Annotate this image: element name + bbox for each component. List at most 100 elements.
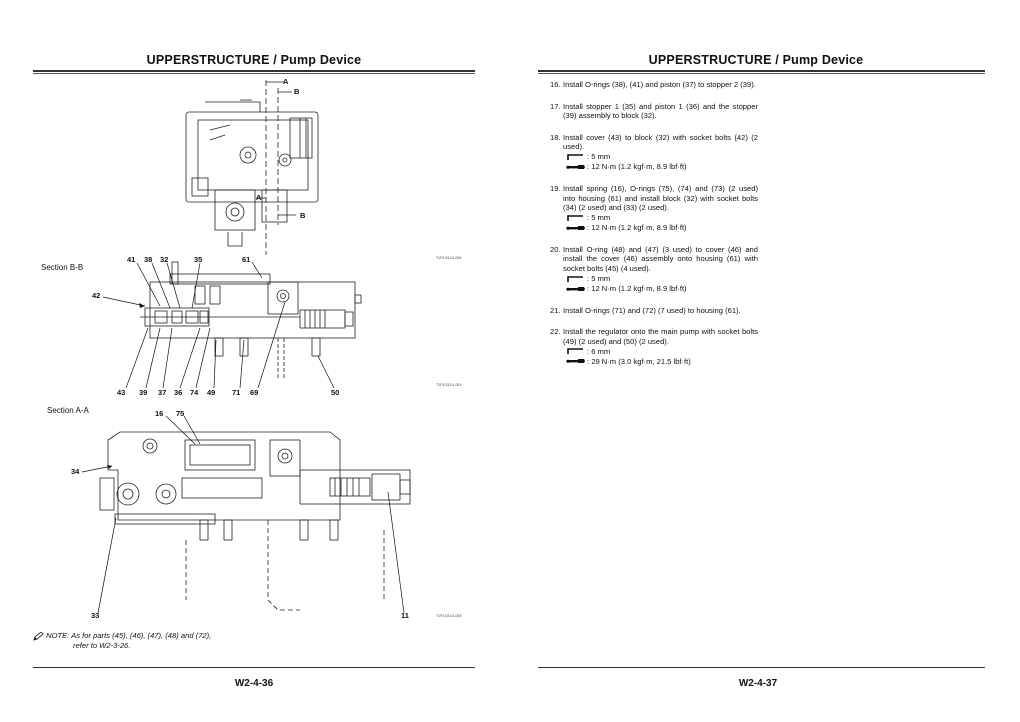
- section-bb-body: [140, 261, 362, 380]
- callout-16: 16: [155, 409, 164, 418]
- marker-a-top: A: [283, 77, 289, 86]
- torque-wrench-icon: [565, 285, 587, 293]
- callout-74: 74: [190, 388, 199, 397]
- top-view: [185, 99, 319, 247]
- section-bb-title: Section B-B: [41, 263, 84, 272]
- torque-wrench-icon: [565, 224, 587, 232]
- step-number: 16.: [550, 80, 561, 89]
- step-body: Install cover (43) to block (32) with so…: [563, 133, 758, 172]
- spec-value: : 5 mm: [587, 273, 611, 283]
- footer-rule: [538, 667, 985, 668]
- step-text: Install stopper 1 (35) and piston 1 (36)…: [563, 101, 758, 121]
- note: NOTE: As for parts (45), (46), (47), (48…: [33, 631, 293, 651]
- spec-row: : 5 mm: [565, 152, 758, 162]
- spec-value: : 5 mm: [587, 212, 611, 222]
- step-18: 18.Install cover (43) to block (32) with…: [550, 133, 758, 172]
- callout-35: 35: [194, 255, 203, 264]
- right-page: UPPERSTRUCTURE / Pump Device 16.Install …: [510, 0, 1020, 722]
- callout-41: 41: [127, 255, 136, 264]
- step-body: Install the regulator onto the main pump…: [563, 327, 758, 366]
- callout-43: 43: [117, 388, 126, 397]
- step-text: Install O-ring (48) and (47) (3 used) to…: [563, 244, 758, 273]
- callout-38: 38: [144, 255, 153, 264]
- hex-key-icon: [565, 347, 587, 355]
- left-page: UPPERSTRUCTURE / Pump Device: [33, 53, 475, 689]
- spec-value: : 6 mm: [587, 346, 611, 356]
- step-22: 22.Install the regulator onto the main p…: [550, 327, 758, 366]
- spec-row: : 5 mm: [565, 274, 758, 284]
- step-body: Install spring (16), O-rings (75), (74) …: [563, 184, 758, 233]
- page-header: UPPERSTRUCTURE / Pump Device: [146, 53, 362, 67]
- step-body: Install O-rings (71) and (72) (7 used) t…: [563, 306, 758, 316]
- callout-34: 34: [71, 467, 80, 476]
- callout-36: 36: [174, 388, 183, 397]
- section-aa-body: [99, 431, 411, 611]
- spec-row: : 12 N·m (1.2 kgf·m, 8.9 lbf·ft): [565, 162, 758, 172]
- callout-32: 32: [160, 255, 169, 264]
- page-header: UPPERSTRUCTURE / Pump Device: [648, 53, 864, 67]
- step-text: Install O-rings (38), (41) and piston (3…: [563, 80, 756, 89]
- callout-49: 49: [207, 388, 216, 397]
- callout-37: 37: [158, 388, 167, 397]
- footer-rule: [33, 667, 475, 668]
- callout-42: 42: [92, 291, 101, 300]
- note-prefix: NOTE:: [46, 631, 70, 640]
- step-19: 19.Install spring (16), O-rings (75), (7…: [550, 184, 758, 233]
- header-rule-thin: [33, 73, 475, 74]
- step-text: Install cover (43) to block (32) with so…: [563, 132, 758, 152]
- step-number: 21.: [550, 305, 561, 315]
- procedure-steps: 16.Install O-rings (38), (41) and piston…: [550, 80, 758, 378]
- spec-value: : 12 N·m (1.2 kgf·m, 8.9 lbf·ft): [587, 283, 687, 293]
- step-17: 17.Install stopper 1 (35) and piston 1 (…: [550, 102, 758, 121]
- callout-75: 75: [176, 409, 185, 418]
- step-body: Install O-rings (38), (41) and piston (3…: [563, 80, 758, 90]
- step-number: 19.: [550, 183, 561, 193]
- regulator-drawing: [81, 80, 411, 614]
- step-text: Install the regulator onto the main pump…: [563, 327, 758, 346]
- step-body: Install stopper 1 (35) and piston 1 (36)…: [563, 102, 758, 121]
- callout-50: 50: [331, 388, 340, 397]
- callout-11: 11: [401, 611, 409, 620]
- section-aa-title: Section A-A: [47, 406, 89, 415]
- spec-value: : 12 N·m (1.2 kgf·m, 8.9 lbf·ft): [587, 162, 687, 172]
- spec-value: : 29 N·m (3.0 kgf·m, 21.5 lbf·ft): [587, 356, 691, 366]
- step-number: 22.: [550, 327, 561, 337]
- torque-wrench-icon: [565, 357, 587, 365]
- spec-value: : 5 mm: [587, 152, 611, 162]
- pencil-icon: [33, 631, 44, 641]
- step-21: 21.Install O-rings (71) and (72) (7 used…: [550, 306, 758, 316]
- step-20: 20.Install O-ring (48) and (47) (3 used)…: [550, 245, 758, 294]
- header-rule: [33, 70, 475, 72]
- callout-39: 39: [139, 388, 148, 397]
- spec-row: : 12 N·m (1.2 kgf·m, 8.9 lbf·ft): [565, 223, 758, 233]
- step-number: 20.: [550, 244, 561, 254]
- figure-code: T1F3-03-01-003: [436, 614, 462, 618]
- page-number: W2-4-36: [234, 678, 274, 689]
- note-line-2: refer to W2-3-26.: [73, 641, 131, 650]
- spec-row: : 12 N·m (1.2 kgf·m, 8.9 lbf·ft): [565, 284, 758, 294]
- header-rule-thin: [538, 73, 985, 74]
- figure-code: T1F3-03-01-004: [436, 383, 462, 387]
- hex-key-icon: [565, 153, 587, 161]
- hex-key-icon: [565, 275, 587, 283]
- note-line-1: As for parts (45), (46), (47), (48) and …: [71, 631, 212, 640]
- callout-69: 69: [250, 388, 259, 397]
- marker-b-bottom: B: [300, 211, 306, 220]
- step-16: 16.Install O-rings (38), (41) and piston…: [550, 80, 758, 90]
- callout-33: 33: [91, 611, 100, 620]
- spec-row: : 6 mm: [565, 346, 758, 356]
- callout-71: 71: [232, 388, 241, 397]
- marker-a-bottom: A: [256, 193, 262, 202]
- step-body: Install O-ring (48) and (47) (3 used) to…: [563, 245, 758, 294]
- marker-b-top: B: [294, 87, 300, 96]
- header-rule: [538, 70, 985, 72]
- figure-code: T1F3-03-01-005: [436, 256, 462, 260]
- step-number: 17.: [550, 101, 561, 111]
- spec-row: : 5 mm: [565, 213, 758, 223]
- hex-key-icon: [565, 214, 587, 222]
- callout-61: 61: [242, 255, 251, 264]
- spec-row: : 29 N·m (3.0 kgf·m, 21.5 lbf·ft): [565, 356, 758, 366]
- step-text: Install O-rings (71) and (72) (7 used) t…: [563, 305, 741, 315]
- page-number: W2-4-37: [738, 678, 778, 689]
- step-text: Install spring (16), O-rings (75), (74) …: [563, 183, 758, 213]
